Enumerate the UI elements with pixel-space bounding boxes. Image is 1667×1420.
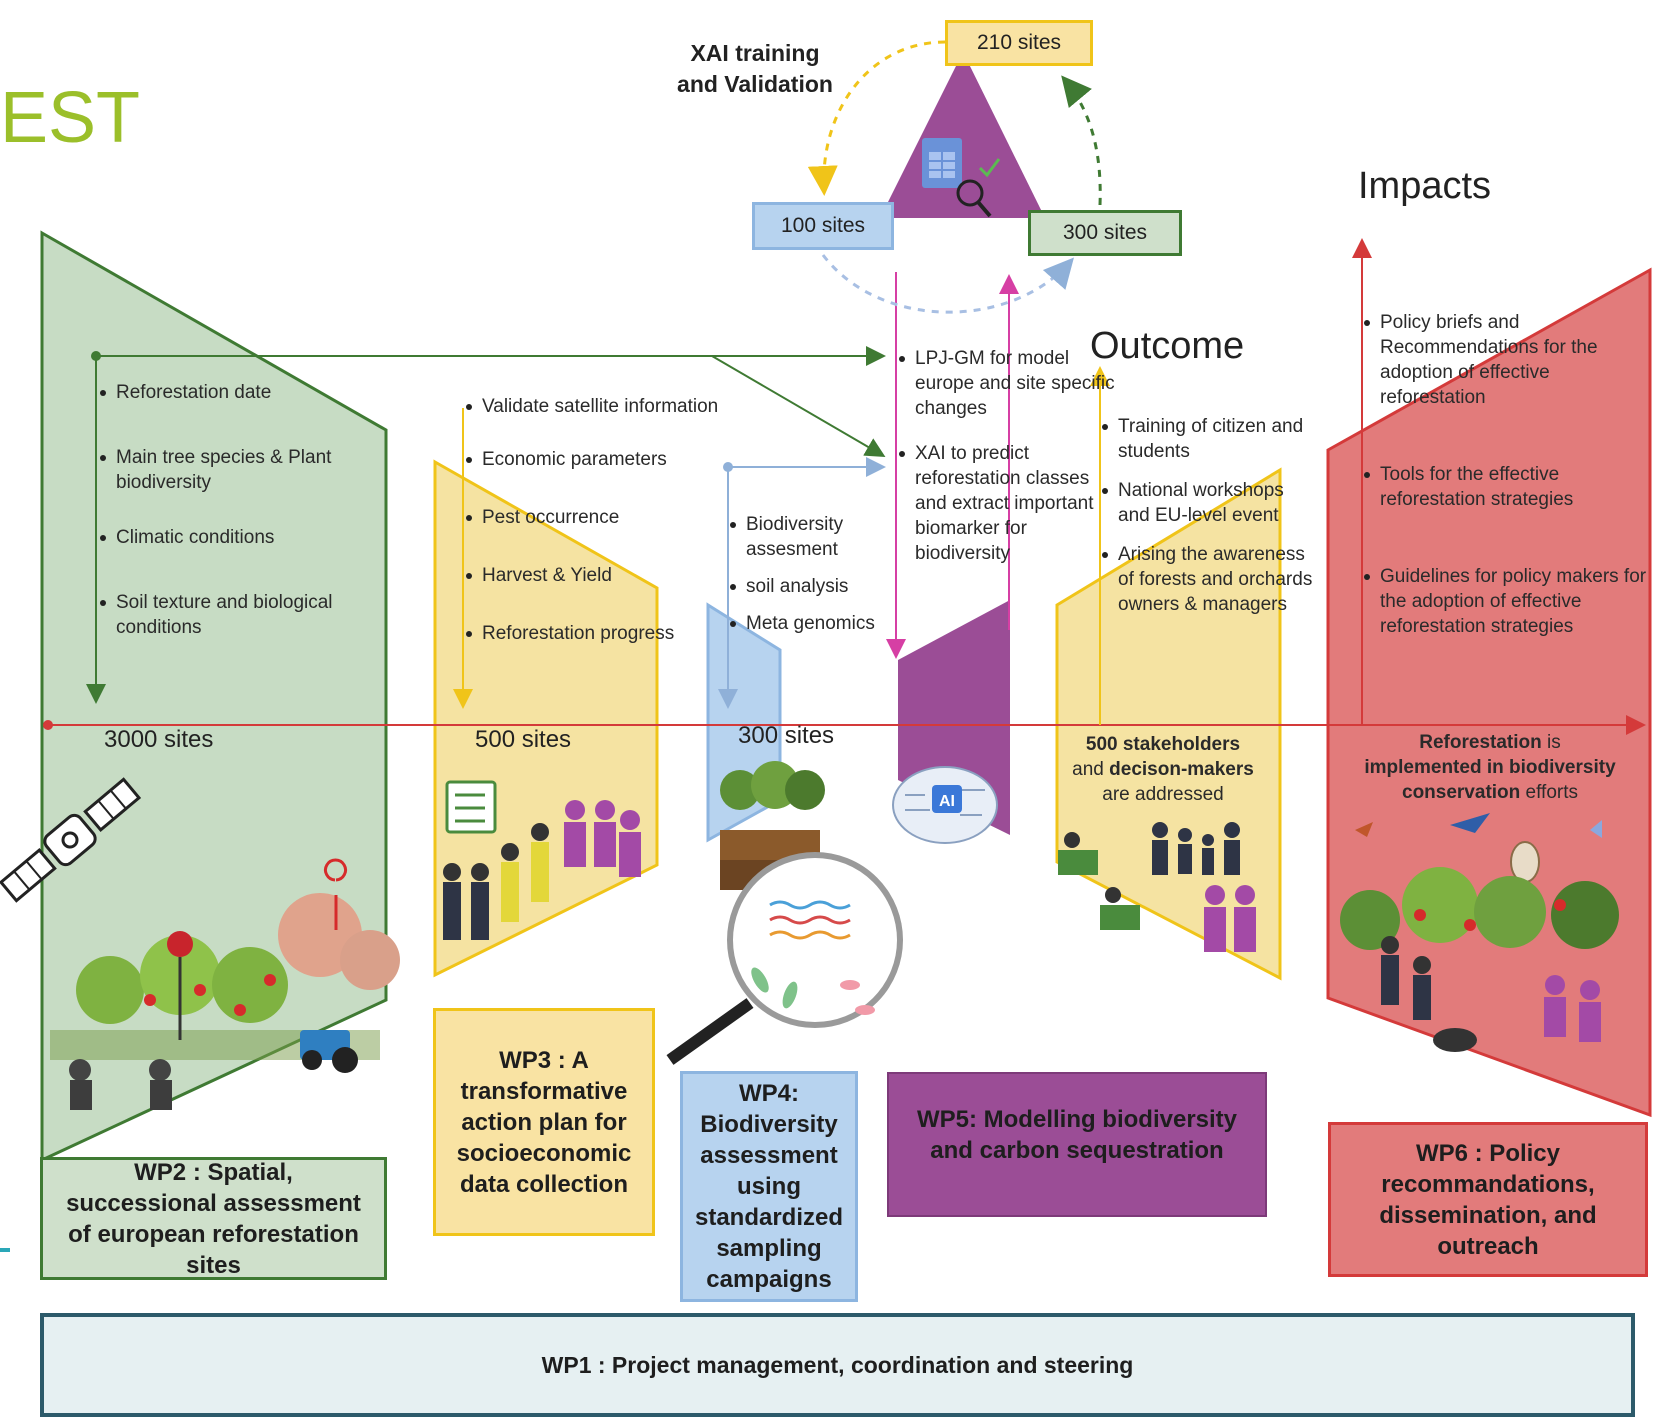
xai-title: XAI training and Validation [650, 38, 860, 100]
cycle-arrow-blue [821, 254, 1074, 314]
impacts-bullet-list: Policy briefs and Recommendations for th… [1360, 310, 1650, 639]
wp4-bullet: Meta genomics [730, 613, 875, 634]
orchard-illustration [50, 858, 400, 1110]
wp3-bullet: Validate satellite information [466, 394, 732, 419]
stakeholders-count: 500 stakeholders [1085, 734, 1241, 755]
stakeholders-addressed: are addressed [1102, 784, 1224, 805]
stakeholders-and: and [1072, 759, 1110, 780]
people-illustration-wp3 [443, 780, 641, 940]
wp2-bullet: Reforestation date [100, 380, 386, 405]
wp4-bullet-list: Biodiversity assesment soil analysis Met… [726, 512, 876, 636]
wp2-label-box: WP2 : Spatial, successional assessment o… [40, 1157, 387, 1280]
wp3-bullet: Economic parameters [466, 447, 732, 472]
title-accent-bar [0, 1248, 10, 1252]
impacts-bullet: Policy briefs and Recommendations for th… [1364, 310, 1650, 410]
impacts-bullet: Guidelines for policy makers for the ado… [1364, 564, 1650, 639]
wp6-label-box: WP6 : Policy recommandations, disseminat… [1328, 1122, 1648, 1277]
stakeholders-decision-makers: decison-makers [1109, 759, 1254, 780]
wp5-bullet: XAI to predict reforestation classes and… [899, 441, 1115, 566]
cycle-arrow-green [1061, 75, 1102, 206]
wp1-label-box: WP1 : Project management, coordination a… [40, 1313, 1635, 1417]
outcome-heading: Outcome [1090, 325, 1245, 367]
impacts-line2-bold: implemented in biodiversity [1364, 757, 1616, 778]
wp2-bullet: Climatic conditions [100, 525, 386, 550]
satellite-icon [0, 777, 142, 903]
wp4-bullet: soil analysis [730, 574, 876, 599]
impacts-heading: Impacts [1358, 165, 1492, 207]
spreadsheet-search-icon [922, 138, 1001, 218]
outcome-bullet: Training of citizen and students [1102, 414, 1318, 464]
sites-210-box: 210 sites [945, 20, 1093, 66]
cycle-arrow-yellow [807, 40, 946, 196]
wp2-panel [40, 230, 388, 1163]
impacts-line1-bold: Reforestation [1419, 732, 1542, 753]
sites-100-box: 100 sites [752, 202, 894, 250]
biodiversity-illustration [1340, 813, 1619, 1052]
impacts-summary-text: Reforestation is implemented in biodiver… [1340, 730, 1640, 805]
wp3-bullet-list: Validate satellite information Economic … [462, 394, 732, 646]
wp3-label-box: WP3 : A transformative action plan for s… [433, 1008, 655, 1236]
outcome-bullet: National workshops and EU-level event [1102, 478, 1318, 528]
wp2-bullet: Main tree species & Plant biodiversity [100, 445, 386, 495]
wp5-bullet-list: LPJ-GM for model europe and site specifi… [895, 346, 1115, 566]
outcome-bullet: Arising the awareness of forests and orc… [1102, 542, 1318, 617]
wp4-arrow-origin [723, 462, 733, 472]
wp4-sites-label: 300 sites [738, 722, 835, 749]
wp2-to-xai-arrow [711, 355, 886, 458]
impacts-line1-rest: is [1541, 732, 1561, 753]
wp2-sites-label: 3000 sites [104, 726, 214, 753]
ai-badge-label: AI [939, 793, 955, 810]
soil-magnifier-illustration [666, 761, 903, 1065]
wp2-bullet: Soil texture and biological conditions [100, 590, 386, 640]
wp3-bullet: Pest occurrence [466, 505, 732, 530]
impacts-line3-bold: conservation [1402, 782, 1521, 803]
stakeholders-text: 500 stakeholders and decison-makers are … [1058, 732, 1268, 807]
xai-title-line2: and Validation [677, 71, 833, 97]
outcome-bullet-list: Training of citizen and students Nationa… [1098, 414, 1318, 617]
wp3-sites-label: 500 sites [475, 726, 572, 753]
ai-brain-icon: AI [892, 766, 998, 844]
wp5-label-box: WP5: Modelling biodiversity and carbon s… [887, 1072, 1267, 1217]
xai-triangle [880, 52, 1045, 218]
people-illustration-outcome [1058, 822, 1256, 952]
wp4-bullet: Biodiversity assesment [730, 512, 876, 562]
impacts-bullet: Tools for the effective reforestation st… [1364, 462, 1650, 512]
impacts-line3-rest: efforts [1520, 782, 1578, 803]
baseline-dot [43, 720, 53, 730]
wp4-label-box: WP4: Biodiversity assessment using stand… [680, 1071, 858, 1302]
wp5-bullet: LPJ-GM for model europe and site specifi… [899, 348, 1115, 419]
wp3-bullet: Harvest & Yield [466, 563, 732, 588]
wp3-bullet: Reforestation progress [466, 621, 732, 646]
sites-300-box: 300 sites [1028, 210, 1182, 256]
xai-title-line1: XAI training [690, 40, 820, 66]
wp2-bullet-list: Reforestation date Main tree species & P… [96, 380, 386, 640]
title-fragment: EST [0, 78, 141, 158]
